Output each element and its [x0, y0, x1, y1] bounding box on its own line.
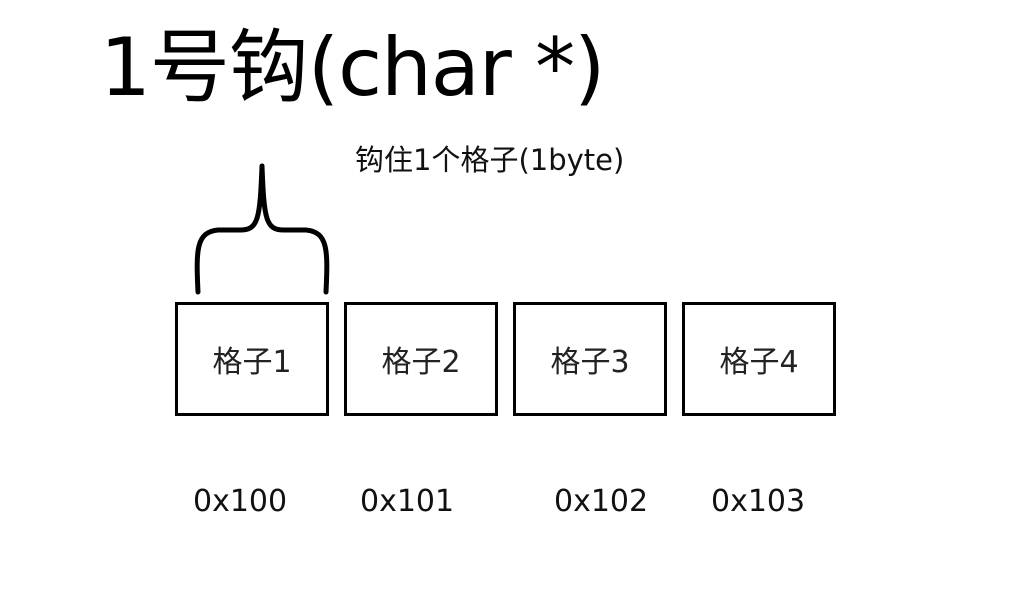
memory-address-1: 0x100	[193, 484, 288, 519]
memory-cell-label: 格子4	[719, 345, 799, 380]
memory-address-2: 0x101	[360, 484, 455, 519]
memory-cell-2: 格子2	[344, 302, 498, 416]
memory-address-3: 0x102	[554, 484, 649, 519]
hook-caption: 钩住1个格子(1byte)	[355, 143, 625, 177]
curly-brace-icon	[194, 163, 330, 295]
memory-cell-4: 格子4	[682, 302, 836, 416]
memory-cell-label: 格子3	[550, 345, 630, 380]
memory-cell-label: 格子2	[381, 345, 461, 380]
memory-cell-3: 格子3	[513, 302, 667, 416]
memory-address-4: 0x103	[711, 484, 806, 519]
memory-cell-label: 格子1	[212, 345, 292, 380]
page-title: 1号钩(char *)	[100, 21, 605, 114]
memory-cell-1: 格子1	[175, 302, 329, 416]
